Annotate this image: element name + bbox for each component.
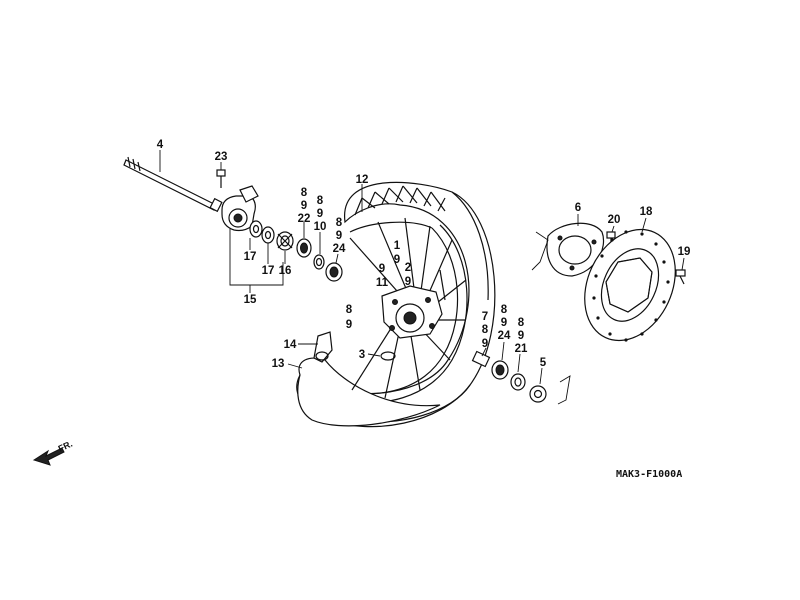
callout-4: 4: [157, 139, 164, 151]
callout-19: 19: [678, 246, 691, 258]
callout-11: 11: [376, 277, 389, 289]
front-direction-label: FR.: [57, 439, 74, 454]
front-axle: [123, 156, 223, 213]
callout-14: 14: [284, 339, 297, 351]
bearing-24b: [491, 360, 509, 380]
callout-9: 9: [482, 338, 488, 350]
callout-9: 9: [379, 263, 385, 275]
callout-5: 5: [540, 357, 547, 369]
callout-9: 9: [501, 317, 507, 329]
callout-9: 9: [317, 208, 323, 220]
callout-18: 18: [640, 206, 653, 218]
disc-bolt-19: [675, 269, 686, 285]
callout-24: 24: [498, 330, 511, 342]
callout-24: 24: [333, 243, 346, 255]
seal-21: [510, 373, 526, 391]
callout-1: 1: [394, 240, 401, 252]
washer-17a: [249, 220, 263, 238]
bearing-24a: [325, 262, 343, 282]
callout-9: 9: [346, 319, 352, 331]
drawing-code: MAK3-F1000A: [616, 469, 682, 480]
callout-3: 3: [359, 349, 365, 361]
callout-9: 9: [405, 276, 411, 288]
callout-8: 8: [336, 217, 343, 229]
wheel-hub: [381, 285, 443, 339]
callout-21: 21: [515, 343, 528, 355]
callout-12: 12: [356, 174, 369, 186]
rim-band: [313, 331, 333, 363]
speedometer-ring: [546, 222, 604, 277]
callout-8: 8: [501, 304, 508, 316]
callout-23: 23: [215, 151, 228, 163]
callout-17: 17: [262, 265, 275, 277]
callout-8: 8: [301, 187, 308, 199]
callout-17: 17: [244, 251, 257, 263]
callout-16: 16: [279, 265, 292, 277]
callout-7: 7: [482, 311, 488, 323]
callout-labels: 4 23 12 6 20 18 19 8 9 22 8 9 10 8 9 24 …: [157, 139, 691, 370]
callout-9: 9: [336, 230, 342, 242]
seal-10: [313, 254, 325, 270]
brake-disc: [584, 228, 676, 342]
callout-13: 13: [272, 358, 285, 370]
bearing-22: [296, 238, 312, 258]
callout-8: 8: [346, 304, 353, 316]
speedometer-gearbox: [221, 185, 259, 232]
front-direction-arrow: FR.: [32, 439, 74, 466]
callout-10: 10: [314, 221, 327, 233]
callout-9: 9: [394, 254, 400, 266]
callout-9: 9: [301, 200, 307, 212]
callout-20: 20: [608, 214, 621, 226]
washer-17b: [261, 226, 275, 244]
callout-6: 6: [575, 202, 581, 214]
callout-2: 2: [405, 262, 411, 274]
callout-9: 9: [518, 330, 524, 342]
callout-22: 22: [298, 213, 311, 225]
callout-8: 8: [518, 317, 525, 329]
circlip: [380, 351, 396, 361]
side-collar-5: [529, 385, 547, 403]
callout-8: 8: [482, 324, 489, 336]
speedo-screw: [216, 169, 226, 188]
callout-8: 8: [317, 195, 324, 207]
gear-16: [276, 231, 294, 251]
callout-15: 15: [244, 294, 257, 306]
